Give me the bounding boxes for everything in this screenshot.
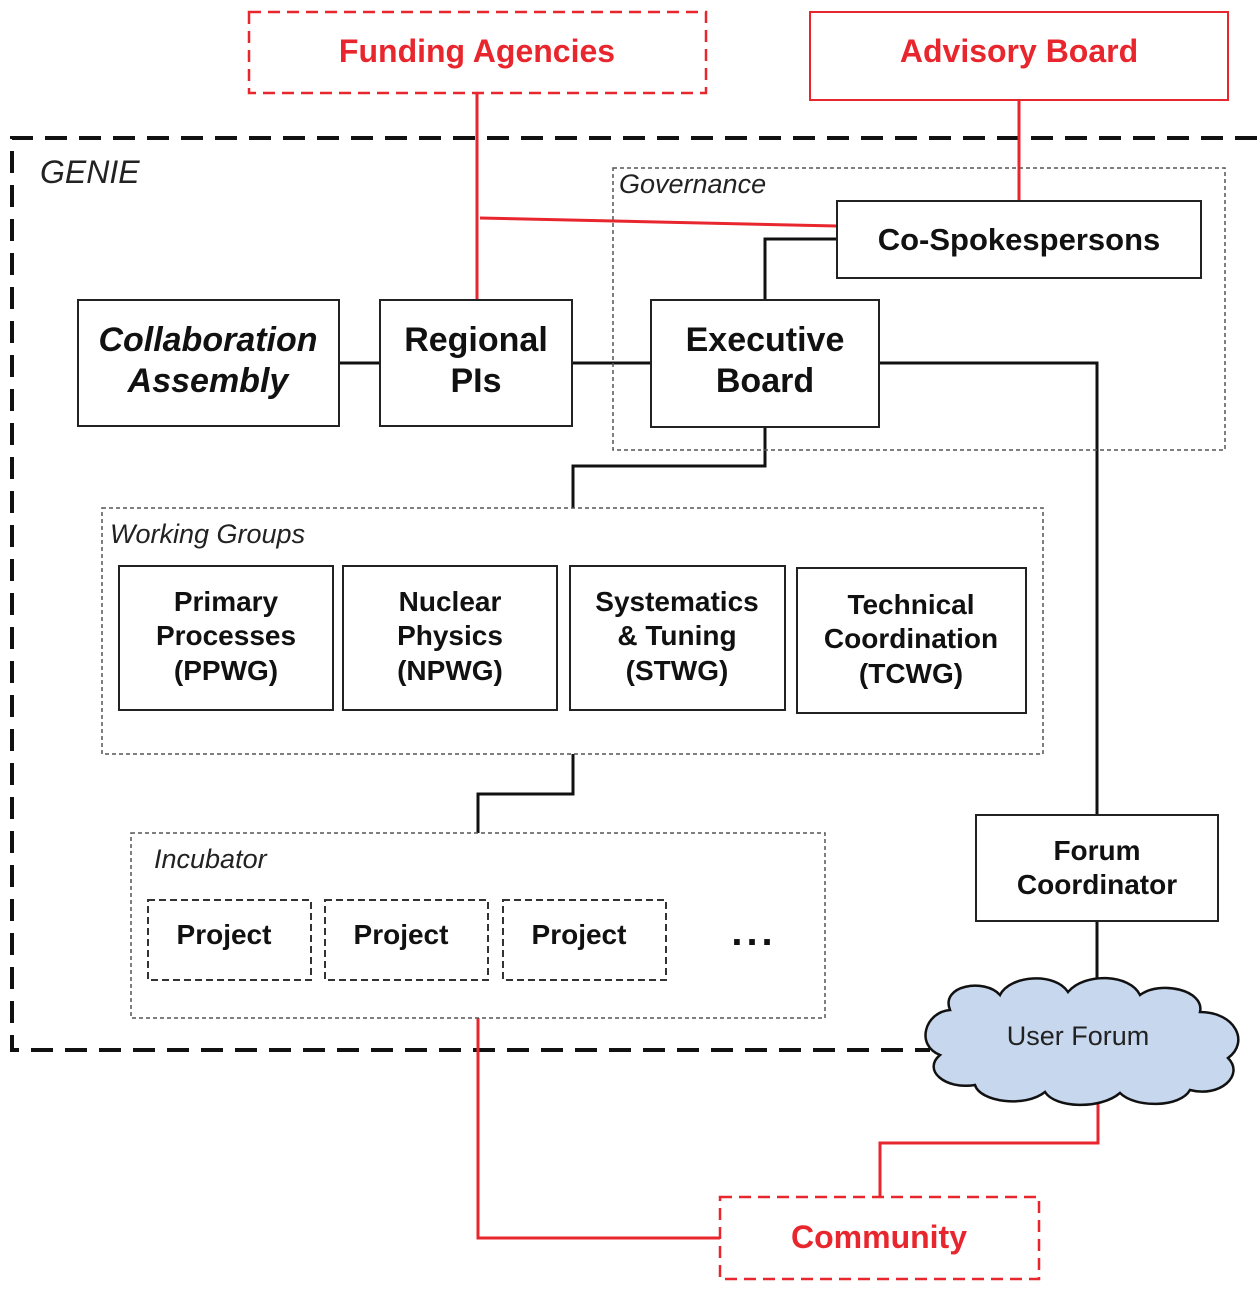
wg-npwg-line3: (NPWG): [397, 655, 503, 686]
executive-board-box: Executive Board: [650, 299, 880, 428]
project-label-3: Project: [532, 919, 627, 950]
regional-pis-line1: Regional: [404, 321, 548, 359]
wg-ppwg-line2: Processes: [156, 620, 296, 651]
collaboration-assembly-box: Collaboration Assembly: [77, 299, 340, 427]
wg-tcwg-line2: Coordination: [824, 623, 998, 654]
funding-agencies-label: Funding Agencies: [339, 33, 615, 69]
wg-tcwg-line3: (TCWG): [859, 658, 963, 689]
wg-ppwg-box: Primary Processes (PPWG): [118, 565, 334, 711]
project-box-2: Project: [324, 899, 489, 981]
co-spokespersons-box: Co-Spokespersons: [836, 200, 1202, 279]
governance-label: Governance: [619, 169, 766, 199]
project-label-2: Project: [354, 919, 449, 950]
red-connectors: [475, 93, 1100, 1240]
working-groups-group: [101, 507, 1044, 755]
wg-stwg-line1: Systematics: [595, 586, 758, 617]
forum-coordinator-box: Forum Coordinator: [975, 814, 1219, 922]
working-groups-label: Working Groups: [110, 519, 305, 549]
user-forum-cloud: User Forum: [924, 976, 1240, 1107]
black-connectors: [339, 237, 1099, 1000]
wg-npwg-box: Nuclear Physics (NPWG): [342, 565, 558, 711]
user-forum-label: User Forum: [1007, 1021, 1150, 1051]
advisory-board-box: Advisory Board: [809, 11, 1229, 101]
incubator-more-ellipsis: ...: [731, 910, 776, 954]
wg-stwg-line2: & Tuning: [617, 620, 736, 651]
wg-ppwg-line3: (PPWG): [174, 655, 278, 686]
community-box: Community: [718, 1195, 1041, 1281]
project-label-1: Project: [177, 919, 272, 950]
incubator-label: Incubator: [154, 844, 268, 874]
wg-tcwg-box: Technical Coordination (TCWG): [796, 567, 1027, 714]
forum-coordinator-line1: Forum: [1053, 835, 1140, 866]
wg-stwg-line3: (STWG): [626, 655, 729, 686]
genie-label: GENIE: [40, 154, 140, 190]
wg-stwg-box: Systematics & Tuning (STWG): [569, 565, 786, 711]
project-box-3: Project: [502, 899, 667, 981]
wg-npwg-line1: Nuclear: [399, 586, 502, 617]
community-label: Community: [791, 1219, 967, 1255]
collaboration-assembly-line2: Assembly: [127, 362, 291, 400]
advisory-board-label: Advisory Board: [900, 33, 1138, 69]
collaboration-assembly-line1: Collaboration: [98, 321, 317, 359]
governance-group: [612, 167, 1226, 451]
wg-tcwg-line1: Technical: [847, 589, 974, 620]
executive-board-line2: Board: [716, 362, 814, 400]
incubator-group: [130, 832, 826, 1019]
project-box-1: Project: [147, 899, 312, 981]
regional-pis-line2: PIs: [450, 362, 501, 400]
forum-coordinator-line2: Coordinator: [1017, 869, 1177, 900]
wg-ppwg-line1: Primary: [174, 586, 279, 617]
regional-pis-box: Regional PIs: [379, 299, 573, 427]
genie-boundary: [10, 136, 1257, 1052]
wg-npwg-line2: Physics: [397, 620, 503, 651]
co-spokespersons-label: Co-Spokespersons: [878, 222, 1161, 257]
funding-agencies-box: Funding Agencies: [247, 10, 708, 95]
executive-board-line1: Executive: [686, 321, 845, 359]
